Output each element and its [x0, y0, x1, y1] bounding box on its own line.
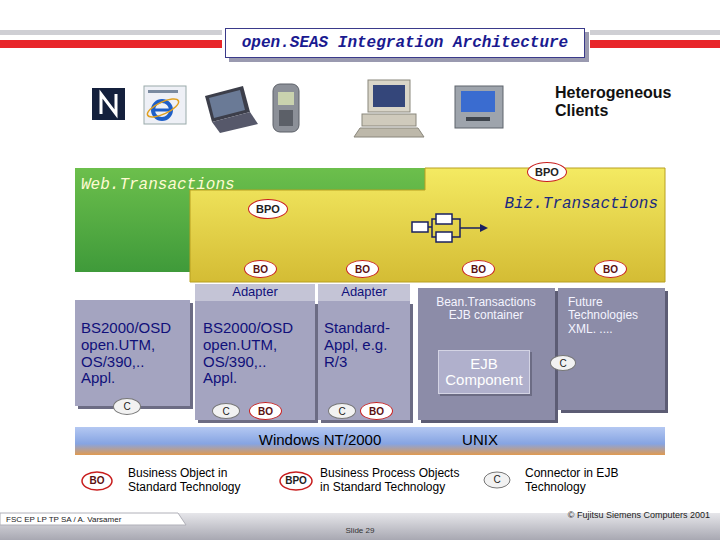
- node-text: BO: [369, 406, 384, 417]
- legend-text: Connector in EJB Technology: [525, 466, 655, 495]
- node-text: C: [123, 401, 130, 412]
- node-text: Adapter: [232, 285, 278, 299]
- top-bar: [590, 40, 720, 48]
- node-text: EJB Component: [439, 356, 529, 389]
- application-box: BS2000/OSD open.UTM, OS/390,.. Appl.C: [75, 300, 190, 406]
- bo-oval: BO: [249, 402, 282, 420]
- node-text: BO: [355, 264, 370, 275]
- workflow-icon: [480, 224, 488, 232]
- netscape-icon: [101, 94, 116, 114]
- node-text: BS2000/OSD open.UTM, OS/390,.. Appl.: [81, 320, 173, 387]
- bo-oval: BO: [462, 260, 495, 278]
- legend-text: Business Process Objects in Standard Tec…: [320, 466, 470, 495]
- bo-oval: BO: [244, 260, 277, 278]
- atm-icon: [455, 86, 503, 128]
- legend-sample-oval: [280, 472, 312, 490]
- node-text: BS2000/OSD open.UTM, OS/390,.. Appl.: [203, 320, 295, 387]
- top-bar: [0, 30, 222, 35]
- top-bar: [0, 40, 222, 48]
- top-bar: [590, 30, 720, 35]
- workflow-icon: [436, 232, 452, 242]
- node-text: Biz.Transactions: [490, 196, 658, 214]
- biz-transactions-shape: [190, 168, 665, 282]
- node-text: Future Technologies XML. ....: [568, 296, 658, 336]
- bo-oval: BO: [346, 260, 379, 278]
- laptop-icon: [212, 112, 258, 133]
- node-text: BO: [258, 406, 273, 417]
- node-text: C: [338, 406, 345, 417]
- annotation-text: © Fujitsu Siemens Computers 2001: [530, 510, 710, 520]
- workflow-icon: [436, 214, 452, 224]
- phone-icon: [279, 110, 293, 126]
- connector-oval: C: [550, 355, 576, 371]
- pc-icon: [362, 114, 416, 126]
- laptop-icon: [209, 90, 245, 118]
- atm-icon: [466, 117, 490, 121]
- bpo-oval: BPO: [248, 199, 288, 219]
- atm-icon: [461, 91, 495, 112]
- workflow-icon: [428, 219, 480, 237]
- application-box: Standard- Appl, e.g. R/3C BO: [318, 301, 410, 420]
- legend-sample-oval: [82, 472, 112, 490]
- pc-icon: [368, 80, 410, 112]
- connector-oval: C: [212, 403, 240, 419]
- node-text: UNIX: [445, 432, 515, 449]
- pc-icon: [373, 85, 405, 107]
- node-text: BPO: [256, 203, 280, 215]
- node-text: Standard- Appl, e.g. R/3: [324, 320, 396, 370]
- ie-icon: [145, 95, 181, 120]
- adapter-box: Adapter: [195, 284, 315, 301]
- platform-band: Windows NT/2000 UNIX: [75, 427, 665, 455]
- application-box: BS2000/OSD open.UTM, OS/390,.. Appl. C BO: [195, 301, 315, 420]
- bpo-oval: BPO: [527, 162, 567, 182]
- footer-tab: [0, 513, 186, 525]
- bo-oval: BO: [594, 260, 627, 278]
- pc-icon: [354, 128, 424, 137]
- node-text: Bean.Transactions EJB container: [430, 296, 542, 323]
- node-text: BO: [471, 264, 486, 275]
- bo-oval: BO: [360, 402, 393, 420]
- adapter-box: Adapter: [318, 284, 410, 301]
- ie-icon: [144, 86, 186, 124]
- container-box: Bean.Transactions EJB containerEJB Compo…: [418, 288, 555, 420]
- legend-sample-oval: [484, 472, 510, 488]
- node-text: C: [559, 358, 566, 369]
- node-text: BO: [603, 264, 618, 275]
- node-text: C: [222, 406, 229, 417]
- ie-icon: [148, 90, 178, 93]
- title-box: open.SEAS Integration Architecture: [225, 28, 585, 58]
- title-text: open.SEAS Integration Architecture: [242, 34, 568, 52]
- node-text: Adapter: [341, 285, 387, 299]
- workflow-icon: [412, 222, 428, 232]
- ejb-component-box: EJB Component: [438, 350, 530, 394]
- node-text: BO: [253, 264, 268, 275]
- node-text: BPO: [535, 166, 559, 178]
- annotation-text: Slide 29: [320, 526, 400, 535]
- netscape-icon: [92, 88, 125, 120]
- legend-sample-text: BO: [82, 472, 112, 490]
- phone-icon: [273, 84, 299, 132]
- node-text: Windows NT/2000: [225, 432, 415, 449]
- phone-icon: [278, 92, 294, 105]
- connector-oval: C: [328, 403, 356, 419]
- legend-text: Business Object in Standard Technology: [128, 466, 273, 495]
- connector-oval: C: [113, 398, 141, 415]
- legend-sample-text: BPO: [280, 472, 312, 490]
- legend-sample-text: C: [484, 472, 510, 488]
- ie-icon: [153, 109, 171, 112]
- annotation-text: FSC EP LP TP SA / A. Varsamer: [6, 515, 181, 524]
- container-box: Future Technologies XML. .... C: [558, 288, 665, 410]
- annotation-text: Heterogeneous Clients: [555, 84, 695, 121]
